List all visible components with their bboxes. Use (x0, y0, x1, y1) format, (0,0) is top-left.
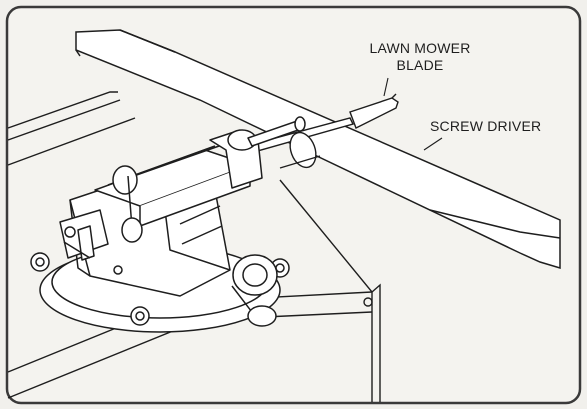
label-blade-line1: LAWN MOWER (369, 40, 471, 56)
leader-screwdriver (423, 137, 443, 151)
bench-vise (30, 116, 306, 333)
label-blade-line2: BLADE (396, 57, 444, 73)
leader-blade (383, 77, 389, 97)
label-lawn-mower-blade: LAWN MOWER BLADE (350, 40, 490, 74)
label-screw-driver: SCREW DRIVER (430, 118, 542, 134)
leader-lines (383, 77, 443, 151)
bench-bolt-hole (363, 297, 373, 307)
lawn-mower-blade (75, 29, 561, 270)
